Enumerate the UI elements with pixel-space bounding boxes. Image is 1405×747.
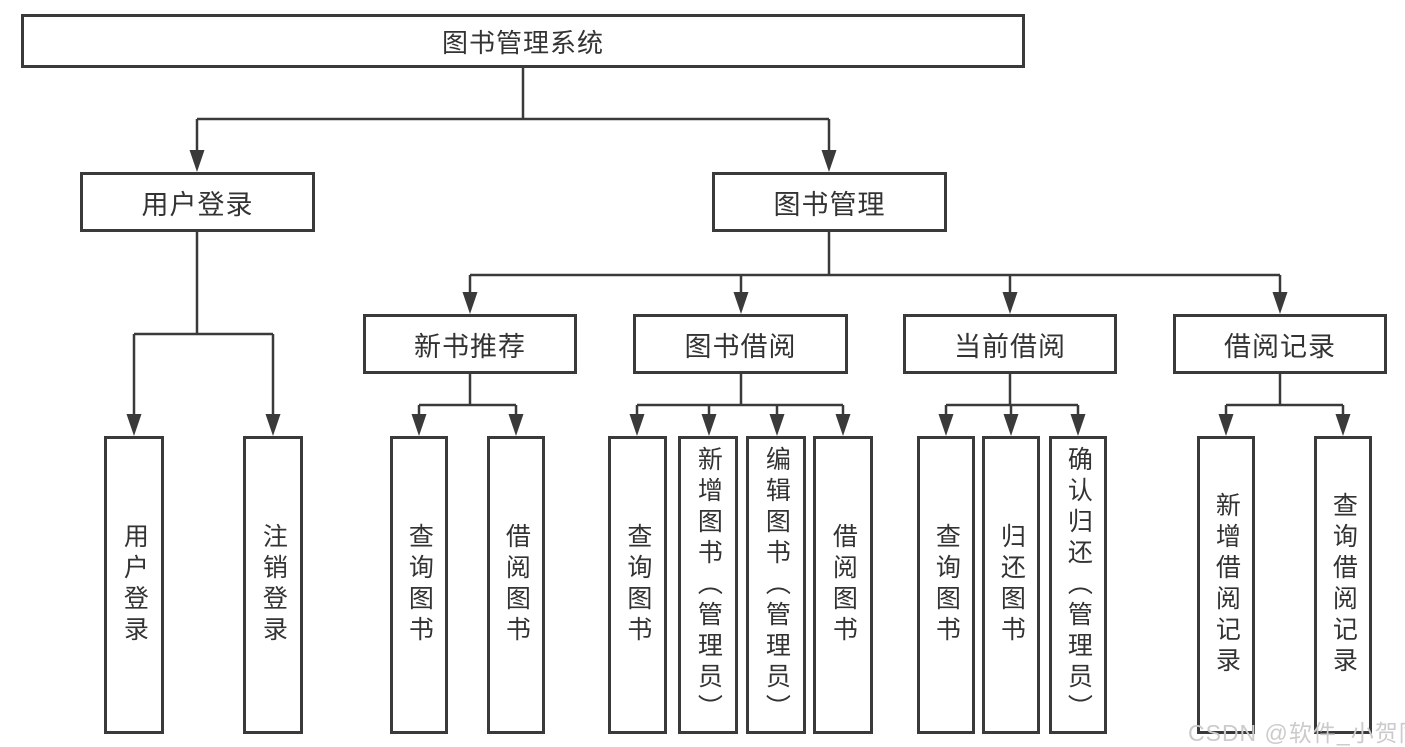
arrow-down-icon bbox=[189, 150, 205, 172]
arrow-down-icon bbox=[265, 414, 281, 436]
node-login-logout: 注销登录 bbox=[243, 436, 303, 734]
arrow-down-icon bbox=[1218, 414, 1234, 436]
node-label: 新增借阅记录 bbox=[1212, 492, 1241, 678]
node-label: 用户登录 bbox=[141, 189, 254, 220]
arrow-down-icon bbox=[462, 292, 478, 314]
node-label: 新书推荐 bbox=[414, 331, 526, 362]
arrow-down-icon bbox=[733, 292, 749, 314]
node-label: 查询借阅记录 bbox=[1329, 492, 1358, 678]
node-label: 借阅图书 bbox=[502, 523, 531, 647]
node-borrow-add-books-admin: 新增图书（管理员） bbox=[678, 436, 738, 734]
csdn-watermark: CSDN @软件_小贺同学 bbox=[1188, 720, 1405, 746]
node-label: 用户登录 bbox=[120, 523, 149, 647]
node-label: 借阅图书 bbox=[829, 523, 858, 647]
node-current-return-books: 归还图书 bbox=[982, 436, 1040, 734]
arrow-down-icon bbox=[508, 414, 524, 436]
connector-borrow-records-to-children bbox=[1224, 374, 1345, 416]
node-label: 查询图书 bbox=[623, 523, 652, 647]
arrow-down-icon bbox=[821, 150, 837, 172]
node-label: 图书管理系统 bbox=[441, 27, 604, 58]
node-label: 图书管理 bbox=[773, 189, 886, 220]
node-current-confirm-return-admin: 确认归还（管理员） bbox=[1049, 436, 1107, 734]
connector-new-books-to-children bbox=[417, 374, 518, 416]
arrow-down-icon bbox=[629, 414, 645, 436]
node-book-management-system: 图书管理系统 bbox=[21, 14, 1025, 68]
node-label: 编辑图书（管理员） bbox=[762, 445, 791, 725]
arrow-down-icon bbox=[835, 414, 851, 436]
node-book-management-branch: 图书管理 bbox=[712, 172, 947, 232]
node-borrow-borrow-books: 借阅图书 bbox=[813, 436, 873, 734]
node-records-add-record: 新增借阅记录 bbox=[1197, 436, 1255, 734]
arrow-down-icon bbox=[701, 414, 717, 436]
node-current-query-books: 查询图书 bbox=[917, 436, 975, 734]
node-label: 图书借阅 bbox=[684, 331, 797, 362]
connector-book-borrow-to-children bbox=[635, 374, 845, 416]
node-label: 确认归还（管理员） bbox=[1064, 445, 1093, 725]
node-label: 新增图书（管理员） bbox=[694, 445, 723, 725]
node-label: 查询图书 bbox=[932, 523, 961, 647]
node-new-book-recommendation: 新书推荐 bbox=[363, 314, 577, 374]
arrow-down-icon bbox=[411, 414, 427, 436]
arrow-down-icon bbox=[938, 414, 954, 436]
connector-book-management-to-level3 bbox=[468, 232, 1282, 294]
node-rec-query-books: 查询图书 bbox=[390, 436, 448, 734]
node-borrow-query-books: 查询图书 bbox=[608, 436, 667, 734]
arrow-down-icon bbox=[1272, 292, 1288, 314]
node-current-borrowing: 当前借阅 bbox=[903, 314, 1117, 374]
node-borrow-edit-books-admin: 编辑图书（管理员） bbox=[746, 436, 806, 734]
node-borrowing-records: 借阅记录 bbox=[1173, 314, 1387, 374]
node-login-user-login: 用户登录 bbox=[104, 436, 164, 734]
arrow-down-icon bbox=[1070, 414, 1086, 436]
connector-root-to-level2 bbox=[195, 68, 831, 152]
node-label: 借阅记录 bbox=[1224, 331, 1336, 362]
node-rec-borrow-books: 借阅图书 bbox=[487, 436, 545, 734]
connector-user-login-to-children bbox=[132, 232, 275, 416]
arrow-down-icon bbox=[126, 414, 142, 436]
node-label: 查询图书 bbox=[405, 523, 434, 647]
arrow-down-icon bbox=[1003, 414, 1019, 436]
arrow-down-icon bbox=[1335, 414, 1351, 436]
node-user-login-branch: 用户登录 bbox=[80, 172, 315, 232]
arrow-down-icon bbox=[1002, 292, 1018, 314]
arrow-down-icon bbox=[769, 414, 785, 436]
node-label: 注销登录 bbox=[259, 523, 288, 647]
node-book-borrowing: 图书借阅 bbox=[633, 314, 848, 374]
node-records-query-record: 查询借阅记录 bbox=[1314, 436, 1372, 734]
arrowheads bbox=[126, 150, 1351, 436]
node-label: 当前借阅 bbox=[954, 331, 1066, 362]
connector-current-borrow-to-children bbox=[944, 374, 1080, 416]
node-label: 归还图书 bbox=[997, 523, 1026, 647]
